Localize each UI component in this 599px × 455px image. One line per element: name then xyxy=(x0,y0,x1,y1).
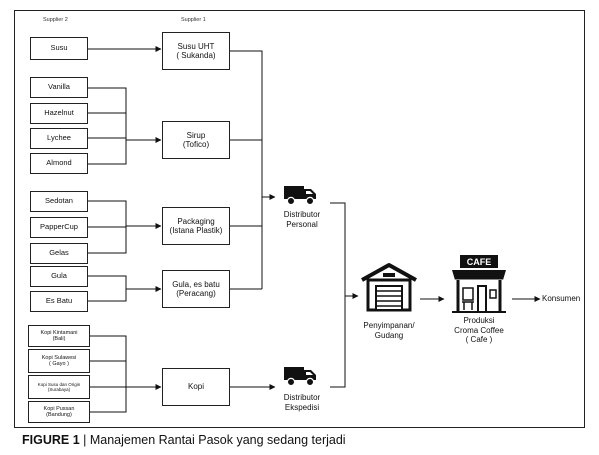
supplier2-gelas: Gelas xyxy=(30,243,88,264)
supplier1-kopi: Kopi xyxy=(162,368,230,406)
production-label: Produksi Croma Coffee ( Cafe ) xyxy=(454,316,504,345)
consumer-label: Konsumen xyxy=(542,294,581,303)
supplier2-header: Supplier 2 xyxy=(43,17,68,23)
edge-packaging-group xyxy=(88,200,127,254)
truck-icon xyxy=(284,367,316,387)
edge-to-storage xyxy=(330,202,346,388)
distributor-personal-label: Distributor Personal xyxy=(283,210,321,229)
warehouse-icon xyxy=(361,263,417,312)
cafe-icon: CAFE xyxy=(452,255,506,313)
supplier2-susu: Susu xyxy=(30,37,88,60)
supplier1-sirup: Sirup (Tofico) xyxy=(162,121,230,159)
supplier2-kopi-kintamani: Kopi Kintamani (Bali) xyxy=(28,325,90,347)
truck-icon xyxy=(284,186,316,206)
supplier2-sedotan: Sedotan xyxy=(30,191,88,212)
supplier1-packaging: Packaging (Istana Plastik) xyxy=(162,207,230,245)
supplier2-vanilla: Vanilla xyxy=(30,77,88,98)
edge-to-personal xyxy=(230,50,263,290)
figure-frame xyxy=(14,10,585,428)
supplier2-es-batu: Es Batu xyxy=(30,291,88,312)
edge-gula-group xyxy=(88,275,127,302)
edge-kopi-group xyxy=(90,335,127,413)
supplier2-kopi-pussan: Kopi Pussan (Bandung) xyxy=(28,401,90,423)
supplier1-gula-es-batu: Gula, es batu (Peracang) xyxy=(162,270,230,308)
figure-number: FIGURE 1 xyxy=(22,433,80,447)
supplier2-hazelnut: Hazelnut xyxy=(30,103,88,124)
storage-label: Penyimpanan/ Gudang xyxy=(363,321,415,340)
supplier2-gula: Gula xyxy=(30,266,88,287)
supplier2-lychee: Lychee xyxy=(30,128,88,149)
supplier2-kopi-sulawesi: Kopi Sulawesi ( Gayo ) xyxy=(28,349,90,373)
caption-text: | Manajemen Rantai Pasok yang sedang ter… xyxy=(79,433,346,447)
distributor-ekspedisi-label: Distributor Ekspedisi xyxy=(283,393,321,412)
supplier2-pappercup: PapperCup xyxy=(30,217,88,238)
supplier1-header: Supplier 1 xyxy=(181,17,206,23)
supplier2-almond: Almond xyxy=(30,153,88,174)
supplier1-susu-uht: Susu UHT ( Sukanda) xyxy=(162,32,230,70)
cafe-sign-text: CAFE xyxy=(467,257,492,267)
figure-caption: FIGURE 1 | Manajemen Rantai Pasok yang s… xyxy=(22,433,346,447)
edge-sirup-group xyxy=(88,87,127,165)
supplier2-kopi-susu-origin: Kopi Susu dan Origin (Surabaya) xyxy=(28,375,90,399)
